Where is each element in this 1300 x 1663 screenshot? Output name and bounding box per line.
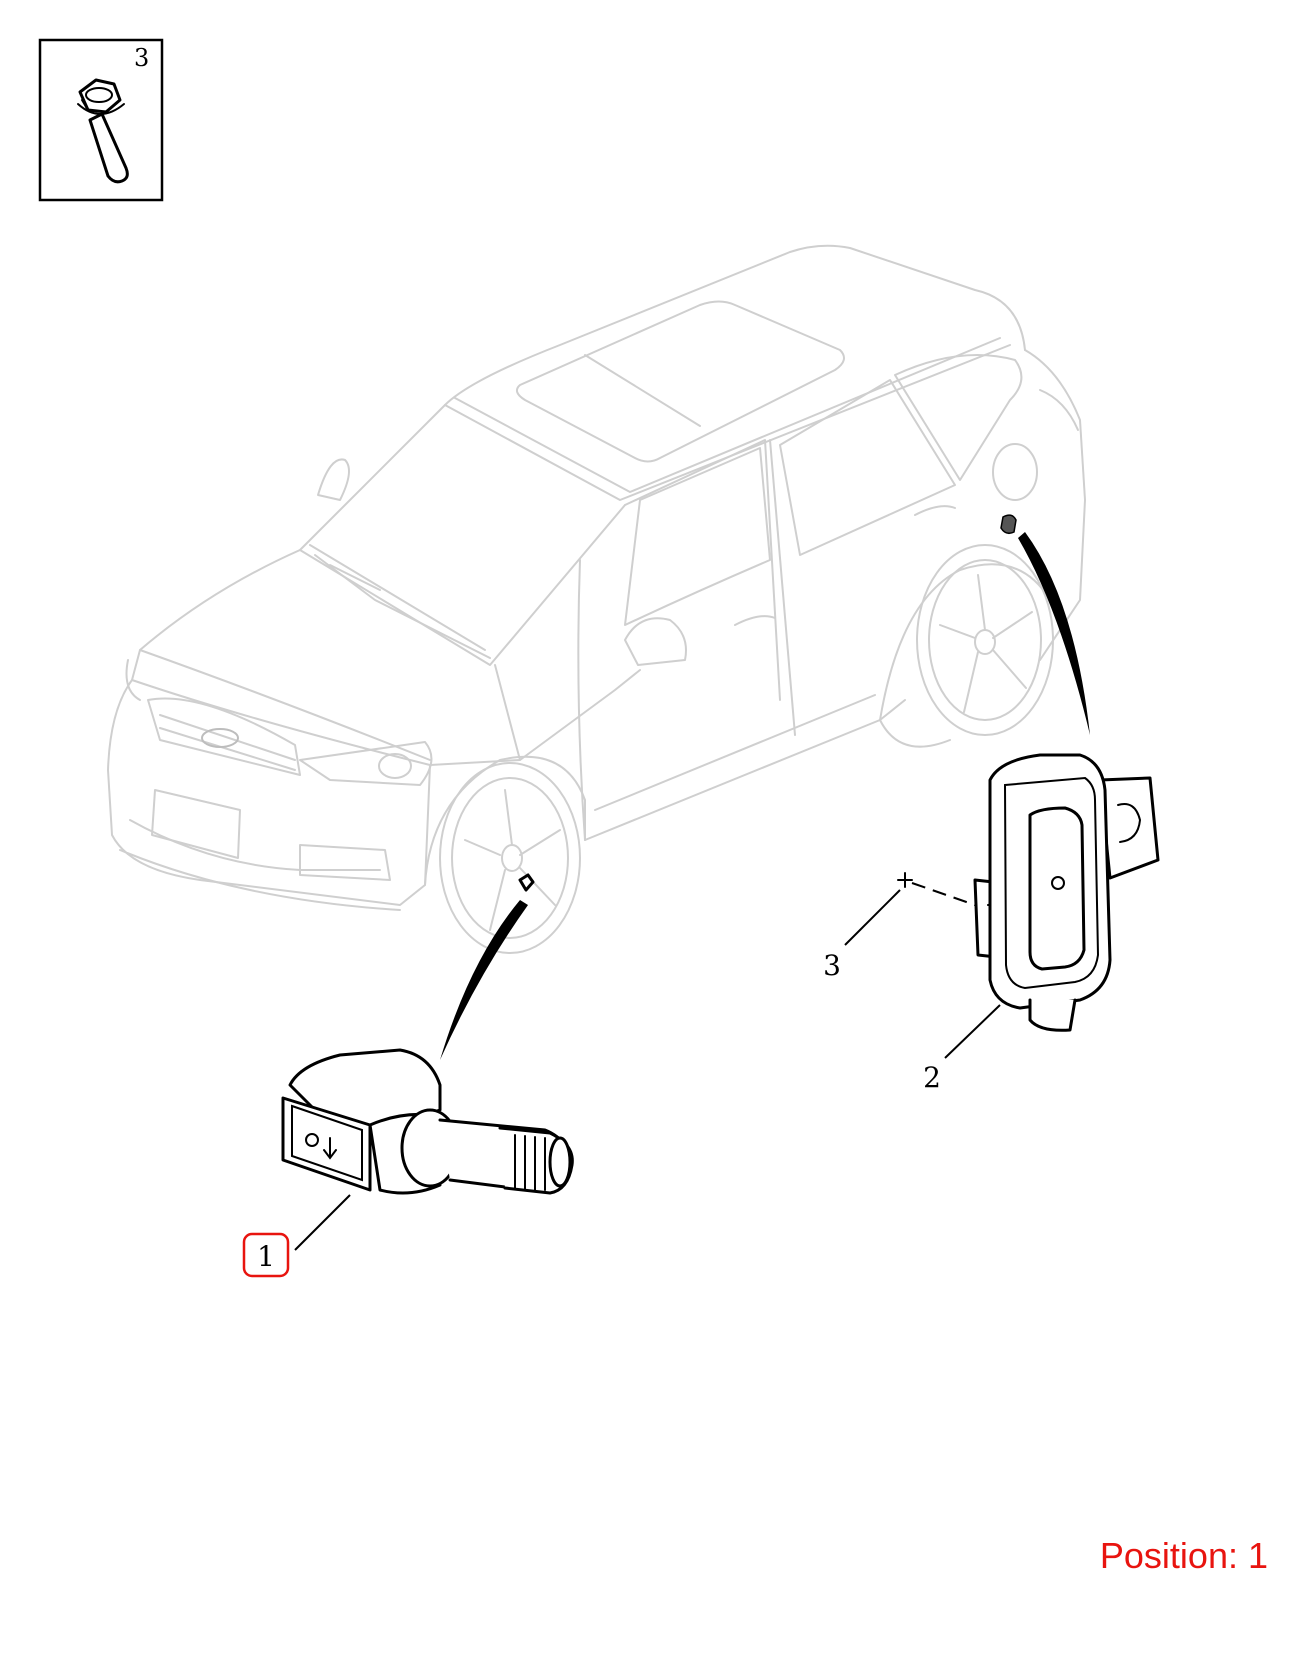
tpms-sensor-part[interactable]: [281, 1048, 574, 1195]
leader-line-1: [294, 1194, 351, 1251]
rear-module-marker: [1000, 514, 1017, 535]
leader-line-2: [944, 1004, 1001, 1059]
inset-callout-number: 3: [134, 44, 149, 72]
callout-1[interactable]: 1: [257, 1240, 275, 1273]
module-locator-wedge: [1018, 532, 1090, 735]
leader-line-3: [844, 889, 901, 946]
callout-2[interactable]: 2: [923, 1061, 941, 1094]
bolt-inset[interactable]: 3: [38, 38, 164, 202]
callout-3[interactable]: 3: [823, 949, 841, 982]
front-wheel-sensor-marker: [518, 873, 535, 892]
vehicle-outline: [107, 244, 1086, 954]
bolt-3-mark: [897, 872, 976, 906]
selected-callout-highlight: [242, 1232, 290, 1278]
position-label: Position: 1: [1099, 1535, 1268, 1576]
bolt-icon: [77, 78, 129, 184]
tpms-module-part[interactable]: [973, 753, 1160, 1032]
sensor-locator-wedge: [440, 900, 528, 1060]
